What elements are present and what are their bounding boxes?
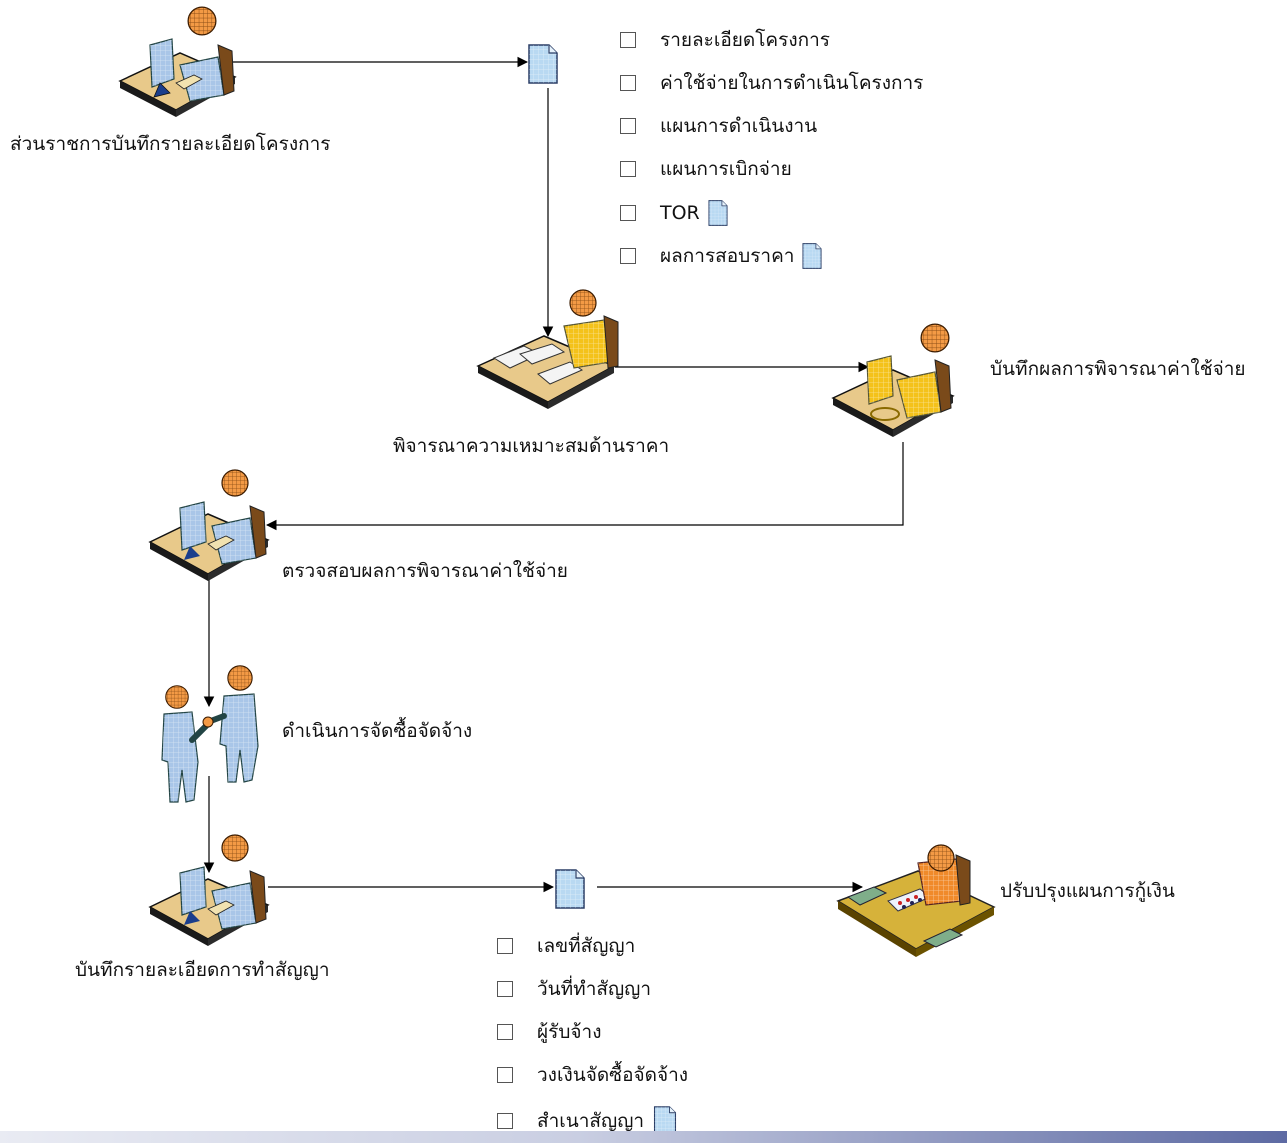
project-doc-item: แผนการเบิกจ่าย (620, 157, 792, 181)
record-result-worker-icon (831, 323, 955, 437)
connector-record-to-verify (265, 442, 904, 531)
consider-price-worker-icon (476, 289, 619, 409)
checkbox[interactable] (497, 981, 513, 997)
checkbox[interactable] (620, 75, 636, 91)
contract-doc-item: วงเงินจัดซื้อจัดจ้าง (497, 1063, 688, 1087)
checkbox[interactable] (620, 32, 636, 48)
flow-connectors (203, 56, 904, 893)
project-doc-item: ผลการสอบราคา (620, 243, 823, 269)
checkbox[interactable] (497, 938, 513, 954)
checkbox[interactable] (497, 1113, 513, 1129)
project-doc-item: รายละเอียดโครงการ (620, 28, 830, 52)
verify-result-worker-icon (148, 469, 270, 581)
contract-doc-item: วันที่ทำสัญญา (497, 977, 651, 1001)
checkbox[interactable] (497, 1024, 513, 1040)
record-contract-worker-icon (148, 834, 270, 946)
contract-document-icon (555, 869, 585, 909)
loan-plan-officer-icon (836, 844, 996, 957)
contract-doc-item: สำเนาสัญญา (497, 1106, 678, 1136)
contract-doc-item: ผู้รับจ้าง (497, 1020, 601, 1044)
handshake-icon (161, 665, 259, 803)
checkbox[interactable] (620, 248, 636, 264)
procurement-node-label: ดำเนินการจัดซื้อจัดจ้าง (282, 720, 473, 742)
verify-result-node-label: ตรวจสอบผลการพิจารณาค่าใช้จ่าย (282, 560, 568, 582)
checkbox[interactable] (620, 205, 636, 221)
bid-result-document-icon (802, 243, 823, 269)
tor-document-icon (708, 200, 728, 226)
project-doc-item: TOR (620, 200, 728, 226)
checkbox[interactable] (497, 1067, 513, 1083)
project-document-icon (528, 44, 558, 84)
record-result-node-label: บันทึกผลการพิจารณาค่าใช้จ่าย (990, 358, 1246, 380)
project-doc-item: แผนการดำเนินงาน (620, 114, 817, 138)
start-node-label: ส่วนราชการบันทึกรายละเอียดโครงการ (10, 133, 331, 155)
checkbox[interactable] (620, 118, 636, 134)
consider-price-node-label: พิจารณาความเหมาะสมด้านราคา (393, 435, 670, 457)
update-loan-plan-node-label: ปรับปรุงแผนการกู้เงิน (1000, 880, 1175, 902)
slide-footer-bar (0, 1131, 1287, 1143)
record-contract-node-label: บันทึกรายละเอียดการทำสัญญา (75, 959, 330, 981)
checkbox[interactable] (620, 161, 636, 177)
start-computer-worker-icon (118, 6, 237, 117)
contract-doc-item: เลขที่สัญญา (497, 934, 635, 958)
project-doc-item: ค่าใช้จ่ายในการดำเนินโครงการ (620, 71, 923, 95)
